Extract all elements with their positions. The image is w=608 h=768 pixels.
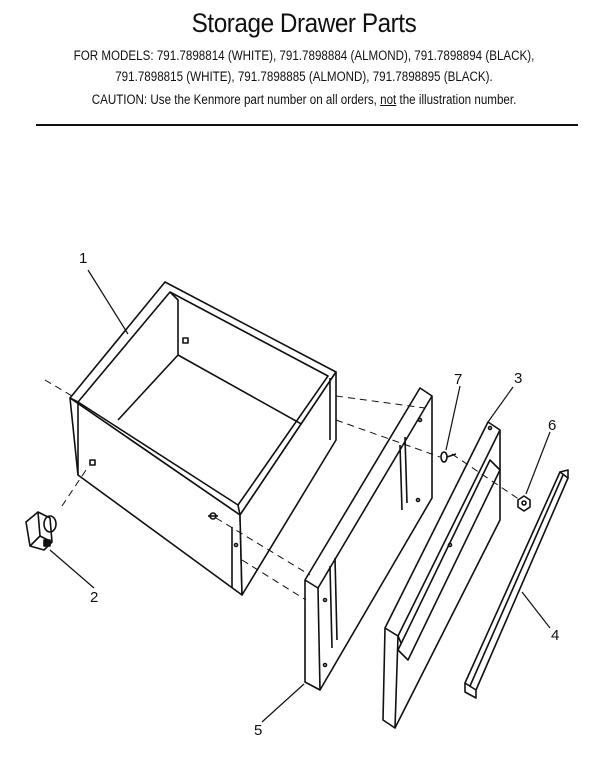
models-line-2: 791.7898815 (WHITE), 791.7898885 (ALMOND… xyxy=(115,69,493,84)
front-outer-panel xyxy=(382,421,501,729)
callout-2: 2 xyxy=(90,589,98,606)
front-inner-panel xyxy=(304,387,433,691)
drawer-roller xyxy=(25,511,57,551)
drawer-box xyxy=(69,281,337,596)
caution-suffix: the illustration number. xyxy=(396,92,517,107)
caution-emphasis: not xyxy=(380,92,397,107)
page-title: Storage Drawer Parts xyxy=(191,8,417,38)
caution-line: CAUTION: Use the Kenmore part number on … xyxy=(43,92,566,107)
callout-3: 3 xyxy=(514,370,522,387)
caution-prefix: CAUTION: Use the Kenmore part number on … xyxy=(91,92,381,107)
callout-7: 7 xyxy=(454,371,462,388)
alignment-lines xyxy=(44,379,521,601)
handle-trim xyxy=(464,469,569,699)
callout-1: 1 xyxy=(79,250,87,267)
screw xyxy=(440,451,457,463)
leader-lines xyxy=(49,269,551,723)
hex-nut xyxy=(517,495,531,512)
callout-5: 5 xyxy=(254,722,262,739)
models-line-1: FOR MODELS: 791.7898814 (WHITE), 791.789… xyxy=(73,48,535,63)
header-divider xyxy=(36,124,578,126)
callout-6: 6 xyxy=(548,417,556,434)
callout-4: 4 xyxy=(551,627,559,644)
